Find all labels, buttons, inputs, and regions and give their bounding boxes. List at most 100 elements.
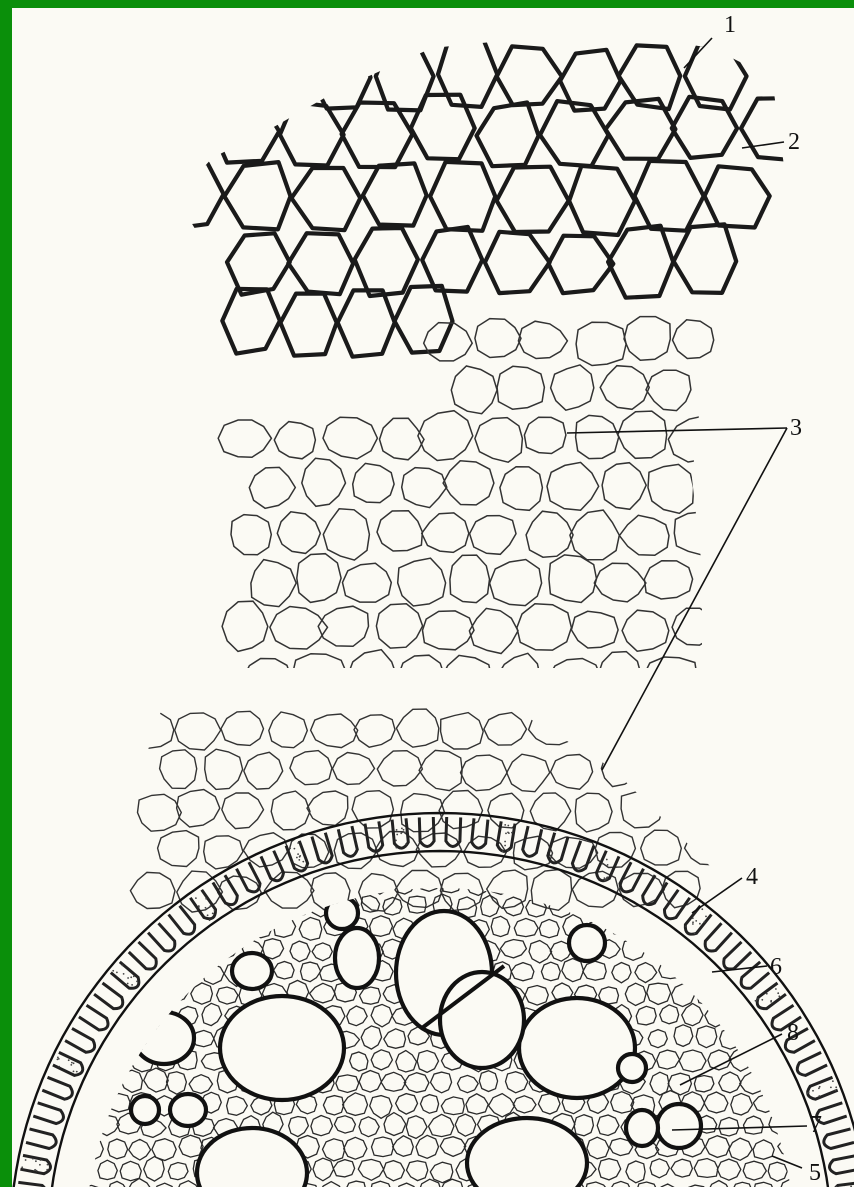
label-6: 6	[770, 954, 782, 980]
parenchyma-cell	[423, 611, 475, 650]
stipple-dot	[705, 916, 707, 918]
parenchyma-cell	[497, 366, 544, 409]
endodermis-cell-thickening	[797, 1052, 827, 1075]
endodermis-cell-thickening	[33, 1103, 63, 1124]
stipple-dot	[47, 1164, 49, 1166]
stele-small-cell	[336, 1075, 359, 1093]
stele-small-cell	[301, 962, 321, 982]
stele-small-cell	[168, 1163, 188, 1180]
endodermis-cell-thickening	[472, 818, 488, 848]
stele-small-cell	[657, 1050, 680, 1069]
parenchyma-cell	[292, 654, 348, 702]
parenchyma-cell	[307, 791, 348, 825]
parenchyma-cell	[685, 830, 728, 865]
stele-small-cell	[539, 919, 559, 937]
parenchyma-cell	[497, 653, 540, 698]
stipple-dot	[405, 843, 407, 845]
stele-small-cell	[793, 941, 814, 961]
stele-small-cell	[769, 895, 790, 916]
parenchyma-cell	[616, 709, 661, 747]
stipple-dot	[133, 976, 135, 978]
stele-small-cell	[71, 1118, 96, 1135]
xylem-vessel	[440, 972, 524, 1068]
stele-small-cell	[583, 961, 606, 980]
parenchyma-cell	[177, 790, 220, 828]
stele-small-cell	[779, 875, 804, 894]
stipple-dot	[756, 1000, 758, 1002]
label-2: 2	[788, 129, 800, 155]
stele-small-cell	[660, 1005, 679, 1024]
parenchyma-cell	[138, 794, 182, 831]
stipple-dot	[136, 981, 138, 983]
exodermis-cell	[569, 166, 635, 235]
parenchyma-cell	[594, 563, 646, 602]
stele-small-cell	[781, 961, 801, 984]
stipple-dot	[507, 825, 509, 827]
stele-small-cell	[312, 943, 332, 961]
stele-small-cell	[108, 1052, 128, 1070]
stele-small-cell	[192, 940, 213, 962]
label-7: 7	[810, 1112, 822, 1138]
stele-small-cell	[128, 917, 148, 937]
endodermis-cell-thickening	[169, 906, 195, 934]
parenchyma-cell	[158, 831, 199, 867]
endodermis-cell-thickening	[312, 833, 332, 863]
stele-small-cell	[753, 922, 775, 940]
stele-small-cell	[674, 1025, 693, 1047]
stele-small-cell	[803, 961, 823, 982]
stipple-dot	[205, 907, 207, 909]
xylem-vessel	[131, 1096, 159, 1124]
parenchyma-cell	[529, 715, 574, 745]
parenchyma-cell	[619, 873, 664, 906]
parenchyma-cell	[380, 418, 425, 460]
stele-small-cell	[529, 941, 552, 964]
stipple-dot	[504, 841, 506, 843]
stipple-dot	[127, 983, 129, 985]
endodermis-cell-thickening	[365, 821, 383, 851]
exodermis-cell	[161, 161, 224, 228]
endodermis-cell-thickening	[190, 890, 215, 919]
stipple-dot	[834, 1089, 836, 1091]
stele-small-cell	[728, 1006, 752, 1024]
stele-small-cell	[657, 831, 680, 851]
illustration-paper: 1 2 3 4 5 6 7 8	[12, 8, 854, 1187]
parenchyma-cell	[500, 467, 543, 511]
parenchyma-cell	[668, 416, 724, 462]
parenchyma-cell	[323, 509, 369, 560]
endodermis-cell-thickening	[446, 817, 461, 846]
exodermis-cell	[485, 232, 550, 293]
stele-small-cell	[129, 1139, 151, 1160]
stele-small-cell	[265, 895, 286, 914]
stele-small-cell	[371, 1004, 392, 1027]
parenchyma-cell	[619, 515, 669, 555]
parenchyma-cell	[518, 321, 567, 358]
parenchyma-cell	[443, 461, 494, 505]
stele-small-cell	[441, 1097, 464, 1115]
stipple-dot	[122, 965, 124, 967]
stele-small-cell	[514, 918, 538, 936]
stele-small-cell	[612, 963, 631, 983]
parenchyma-cell	[277, 512, 320, 554]
label-1: 1	[724, 12, 736, 38]
parenchyma-cell	[507, 754, 550, 792]
stele-small-cell	[754, 1182, 775, 1187]
stele-small-cell	[361, 1026, 381, 1049]
stele-small-cell	[574, 1115, 593, 1136]
stele-small-cell	[745, 895, 767, 916]
parenchyma-cell	[249, 467, 295, 508]
exodermis-cell	[224, 162, 290, 229]
stele-small-cell	[753, 1094, 776, 1112]
stele-small-cell	[396, 1094, 418, 1115]
stele-small-cell	[768, 1162, 787, 1181]
stele-small-cell	[350, 1052, 368, 1071]
stele-small-cell	[576, 893, 599, 914]
stele-small-cell	[696, 1026, 717, 1048]
stele-small-cell	[801, 875, 824, 897]
stele-small-cell	[635, 963, 657, 983]
stele-small-cell	[744, 1116, 764, 1134]
stele-small-cell	[343, 1093, 368, 1116]
exodermis-cell	[363, 163, 427, 225]
stipple-dot	[210, 905, 212, 907]
parenchyma-cell	[674, 512, 716, 555]
stele-small-cell	[128, 1178, 152, 1187]
